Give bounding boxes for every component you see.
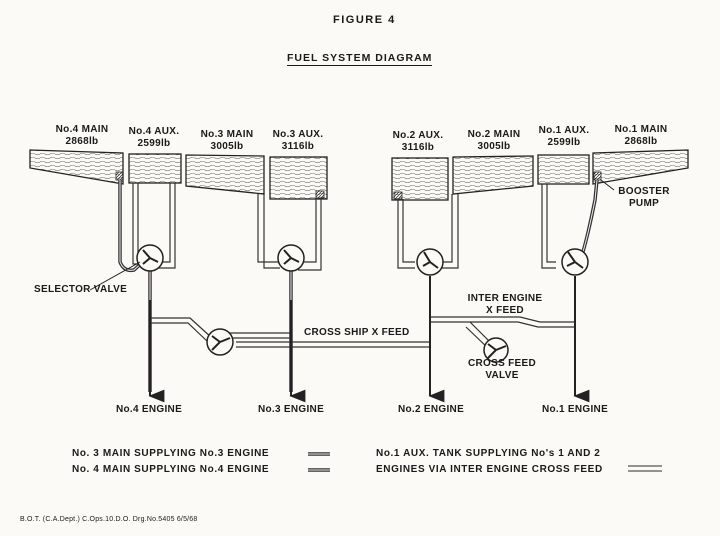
booster-pump-label: BOOSTER PUMP — [614, 186, 674, 210]
tank-label-no3-aux: No.3 AUX. 3116lb — [266, 129, 330, 153]
selector-valve-no4 — [136, 244, 164, 272]
tank-quantity: 3005lb — [210, 141, 244, 152]
cross-feed-valve — [483, 337, 509, 363]
booster-pump-text-1: BOOSTER — [618, 186, 670, 197]
legend-no4-main: No. 4 MAIN SUPPLYING No.4 ENGINE — [72, 464, 270, 475]
tank-quantity: 2868lb — [65, 136, 99, 147]
tank-no4-main — [29, 149, 124, 185]
tank-label-no4-aux: No.4 AUX. 2599lb — [124, 126, 184, 150]
tank-no2-main — [452, 155, 534, 195]
tank-name: No.2 AUX. — [392, 130, 444, 141]
tank-no1-main — [592, 149, 689, 185]
tank-name: No.2 MAIN — [467, 129, 521, 140]
legend-no1-aux-line2: ENGINES VIA INTER ENGINE CROSS FEED — [376, 464, 603, 475]
tank-name: No.1 MAIN — [614, 124, 668, 135]
cross-feed-text-2: VALVE — [485, 370, 519, 381]
tank-no4-aux — [128, 153, 182, 184]
legend-no3-main: No. 3 MAIN SUPPLYING No.3 ENGINE — [72, 448, 270, 459]
tank-quantity: 2599lb — [137, 138, 171, 149]
selector-valve-no3 — [277, 244, 305, 272]
figure-label: FIGURE 4 — [333, 14, 396, 26]
engine-no1-label: No.1 ENGINE — [541, 404, 609, 415]
tank-name: No.3 AUX. — [272, 129, 324, 140]
cross-ship-x-feed-label: CROSS SHIP X FEED — [304, 327, 410, 338]
selector-valve-no2 — [416, 248, 444, 276]
tank-label-no3-main: No.3 MAIN 3005lb — [184, 129, 270, 153]
tank-name: No.3 MAIN — [200, 129, 254, 140]
cross-feed-text-1: CROSS FEED — [467, 358, 536, 369]
inter-engine-text-1: INTER ENGINE — [467, 293, 543, 304]
inter-engine-x-feed-label: INTER ENGINE X FEED — [450, 293, 560, 317]
tank-label-no1-main: No.1 MAIN 2868lb — [598, 124, 684, 148]
legend-swatch-aux — [628, 465, 662, 472]
tank-no3-main — [185, 154, 265, 195]
tank-no1-aux — [537, 154, 590, 185]
diagram-title: FUEL SYSTEM DIAGRAM — [287, 52, 433, 66]
tank-name: No.4 MAIN — [55, 124, 109, 135]
engine-no2-label: No.2 ENGINE — [397, 404, 465, 415]
inter-engine-text-2: X FEED — [486, 305, 524, 316]
selector-valve-no1 — [561, 248, 589, 276]
booster-pump-text-2: PUMP — [628, 198, 660, 209]
tank-quantity: 3005lb — [477, 141, 511, 152]
tank-name: No.4 AUX. — [128, 126, 180, 137]
tank-quantity: 3116lb — [401, 142, 435, 153]
tank-quantity: 3116lb — [281, 141, 315, 152]
engine-no4-label: No.4 ENGINE — [115, 404, 183, 415]
drawing-reference: B.O.T. (C.A.Dept.) C.Ops.10.D.O. Drg.No.… — [20, 516, 198, 523]
booster-pump-leader — [600, 179, 615, 191]
right-double-lines — [397, 184, 576, 351]
cross-ship-valve — [206, 328, 234, 356]
engine-feed-arrows — [148, 276, 590, 403]
legend-no1-aux-line1: No.1 AUX. TANK SUPPLYING No's 1 AND 2 — [376, 448, 601, 459]
tank-no3-aux — [269, 156, 328, 200]
cross-feed-valve-label: CROSS FEED VALVE — [458, 358, 546, 382]
tank-label-no2-aux: No.2 AUX. 3116lb — [386, 130, 450, 154]
legend-swatches — [308, 452, 662, 472]
tank-label-no2-main: No.2 MAIN 3005lb — [452, 129, 536, 153]
tank-no2-aux — [391, 157, 449, 201]
tank-label-no4-main: No.4 MAIN 2868lb — [40, 124, 124, 148]
tank-name: No.1 AUX. — [538, 125, 590, 136]
selector-valve-label: SELECTOR VALVE — [34, 284, 128, 295]
selector-valve-leader — [89, 261, 141, 291]
engine-no3-label: No.3 ENGINE — [257, 404, 325, 415]
tank-label-no1-aux: No.1 AUX. 2599lb — [532, 125, 596, 149]
tank-quantity: 2868lb — [624, 136, 658, 147]
tank-quantity: 2599lb — [547, 137, 581, 148]
